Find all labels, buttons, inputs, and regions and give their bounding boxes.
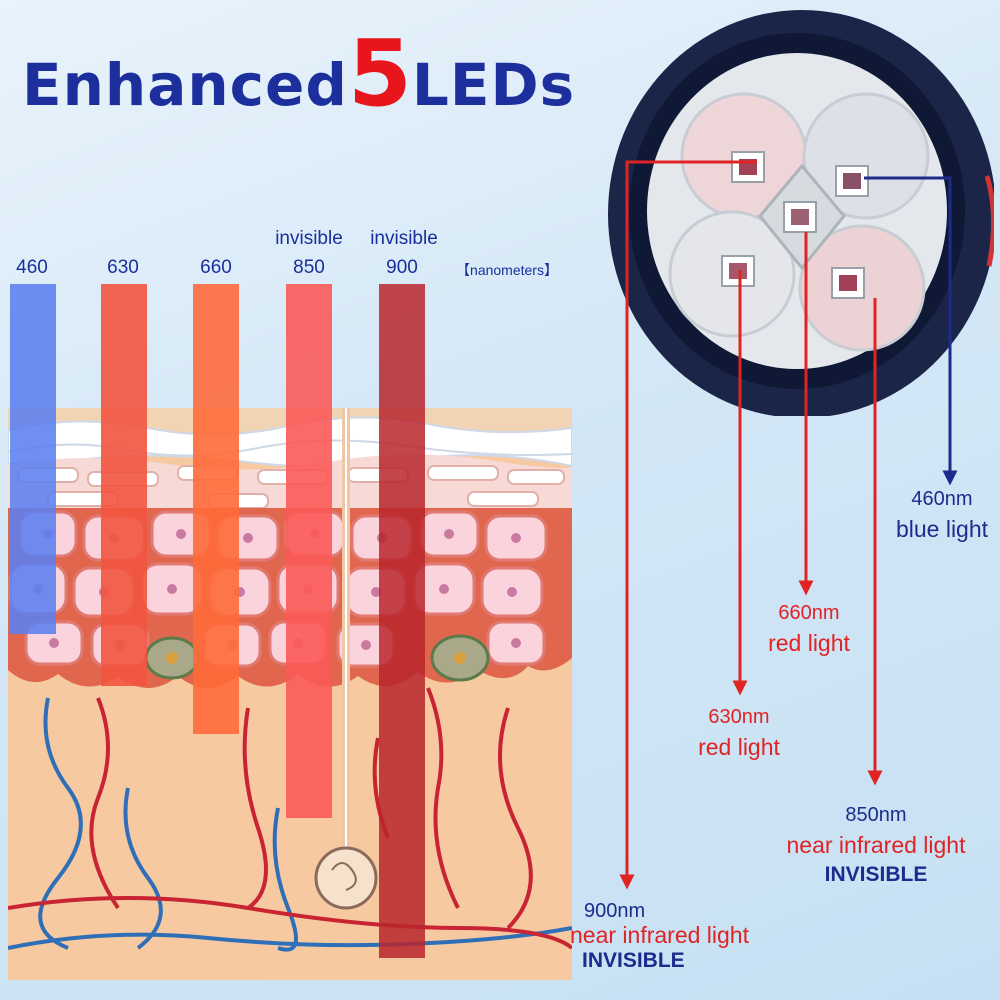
wavelength-label-630: 630 <box>107 257 139 278</box>
title-number: 5 <box>347 20 412 127</box>
annotation-630nm: 630nm red light <box>674 702 804 762</box>
wavelength-label-900: 900 <box>386 257 418 278</box>
annotation-660nm-desc: red light <box>768 630 850 656</box>
annotation-900nm-invisible: INVISIBLE <box>582 949 685 972</box>
penetration-bar-660 <box>193 284 239 734</box>
annotation-850nm-desc: near infrared light <box>786 832 966 858</box>
annotation-630nm-value: 630nm <box>708 706 770 728</box>
wavelength-label-660: 660 <box>200 257 232 278</box>
annotation-660nm-value: 660nm <box>778 602 840 624</box>
penetration-bar-460 <box>10 284 56 634</box>
title-part-leds: LEDs <box>411 51 576 119</box>
annotation-850nm-value: 850nm <box>845 804 907 826</box>
annotation-630nm-desc: red light <box>698 734 780 760</box>
wavelength-label-460: 460 <box>16 257 48 278</box>
annotation-850nm-invisible: INVISIBLE <box>824 863 928 886</box>
penetration-bar-630 <box>101 284 147 686</box>
annotation-900nm: 900nm near infrared light INVISIBLE <box>570 896 802 976</box>
annotation-850nm: 850nm near infrared light INVISIBLE <box>760 800 992 890</box>
wavelength-label-850: 850 <box>293 257 325 278</box>
penetration-bar-850 <box>286 284 332 818</box>
annotation-900nm-desc: near infrared light <box>570 922 749 948</box>
annotation-460nm-desc: blue light <box>895 516 989 542</box>
penetration-bar-900 <box>379 284 425 958</box>
page-title: Enhanced5LEDs <box>22 28 575 128</box>
annotation-660nm: 660nm red light <box>744 598 874 658</box>
annotation-460nm-value: 460nm <box>911 488 973 510</box>
title-part-enhanced: Enhanced <box>22 51 348 119</box>
invisible-tag-900: invisible <box>370 228 438 249</box>
annotation-900nm-value: 900nm <box>584 900 646 922</box>
unit-label: 【nanometers】 <box>456 262 558 278</box>
annotation-460nm: 460nm blue light <box>880 484 1000 544</box>
invisible-tag-850: invisible <box>275 228 343 249</box>
led-lens-illustration <box>608 10 994 416</box>
